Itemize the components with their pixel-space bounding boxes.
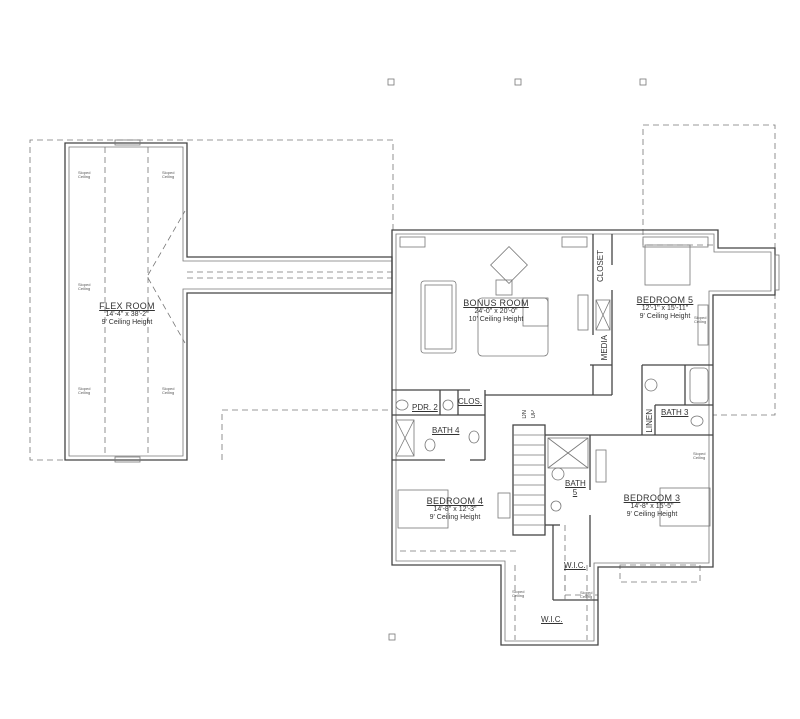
room-flex: FLEX ROOM 14'-4" x 38'-2" 9' Ceiling Hei…	[99, 301, 155, 326]
sloped-ceiling-note: Sloped Ceiling	[78, 282, 91, 291]
sloped-ceiling-note: Sloped Ceiling	[78, 386, 91, 395]
label-stair-dn: DN	[522, 410, 528, 419]
room-ceiling: 10' Ceiling Height	[468, 315, 524, 323]
label-stair-up: UP	[531, 410, 537, 419]
sloped-ceiling-note: Sloped Ceiling	[694, 315, 707, 324]
room-bedroom-5: BEDROOM 5 12'-1" x 15'-11" 9' Ceiling He…	[636, 295, 694, 320]
sloped-ceiling-note: Sloped Ceiling	[78, 170, 91, 179]
sloped-ceiling-note: Sloped Ceiling	[693, 451, 706, 460]
room-name: BEDROOM 3	[623, 493, 681, 503]
label-clos: CLOS.	[458, 397, 483, 406]
room-ceiling: 9' Ceiling Height	[639, 312, 691, 320]
room-size: 14'-8" x 12'-3"	[433, 506, 477, 514]
label-bath-3: BATH 3	[661, 408, 689, 417]
sloped-ceiling-note: Sloped Ceiling	[162, 386, 175, 395]
room-name: FLEX ROOM	[99, 301, 155, 311]
room-size: 14'-4" x 38'-2"	[105, 311, 149, 319]
label-linen: LINEN	[645, 409, 654, 433]
room-bedroom-4: BEDROOM 4 14'-8" x 12'-3" 9' Ceiling Hei…	[426, 496, 484, 521]
sloped-ceiling-note: Sloped Ceiling	[162, 170, 175, 179]
label-closet: CLOSET	[596, 250, 605, 283]
room-size: 12'-1" x 15'-11"	[641, 305, 689, 313]
fixtures	[395, 236, 711, 640]
label-wic-2: W.I.C.	[541, 615, 563, 624]
main-house-walls	[391, 229, 780, 646]
room-ceiling: 9' Ceiling Height	[429, 513, 481, 521]
room-name: BONUS ROOM	[463, 298, 529, 308]
room-ceiling: 9' Ceiling Height	[626, 510, 678, 518]
room-name: BEDROOM 4	[426, 496, 484, 506]
roof-outline	[29, 124, 776, 596]
label-wic-1: W.I.C.	[564, 561, 586, 570]
label-media: MEDIA	[600, 335, 609, 361]
sloped-ceiling-note: Sloped Ceiling	[580, 590, 593, 599]
room-ceiling: 9' Ceiling Height	[101, 318, 153, 326]
room-name: BEDROOM 5	[636, 295, 694, 305]
room-size: 14'-8" x 15'-5"	[630, 503, 674, 511]
room-bonus: BONUS ROOM 24'-0" x 20'-0" 10' Ceiling H…	[463, 298, 529, 323]
label-bath-4: BATH 4	[432, 426, 460, 435]
interior-walls	[392, 234, 713, 601]
reference-markers	[387, 78, 647, 641]
label-bath-5: BATH 5	[565, 479, 586, 497]
room-bedroom-3: BEDROOM 3 14'-8" x 15'-5" 9' Ceiling Hei…	[623, 493, 681, 518]
label-pdr-2: PDR. 2	[412, 403, 438, 412]
room-size: 24'-0" x 20'-0"	[474, 308, 518, 316]
sloped-ceiling-note: Sloped Ceiling	[512, 589, 525, 598]
